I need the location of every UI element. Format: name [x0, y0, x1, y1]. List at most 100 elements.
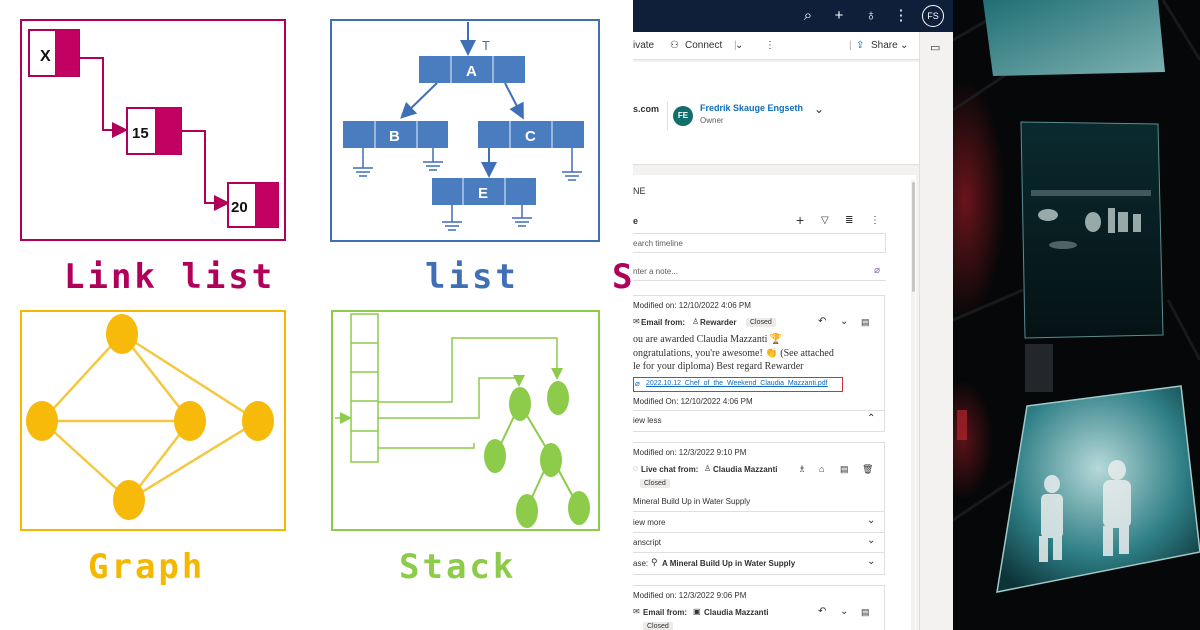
connect-button[interactable]: Connect	[685, 40, 723, 51]
tree-frame	[330, 19, 600, 242]
more-vertical-icon[interactable]: ⋮	[893, 7, 909, 24]
email-icon: ✉	[633, 607, 640, 616]
search-timeline-input[interactable]: earch timeline	[633, 233, 886, 253]
view-less-link[interactable]: iew less	[633, 416, 662, 425]
case-title-link[interactable]: A Mineral Build Up in Water Supply	[662, 559, 796, 568]
attachment-link[interactable]: ⌀ 2022.10.12_Chef_of_the_Weekend_Claudia…	[633, 377, 843, 392]
timeline-entry-email[interactable]: Modified on: 12/3/2022 9:06 PM ✉ Email f…	[633, 585, 885, 630]
reply-icon[interactable]: ↶	[818, 606, 827, 617]
entry-divider	[633, 552, 884, 553]
list-node-2-label: 15	[132, 125, 149, 142]
note-input[interactable]: nter a note... ⌀	[633, 261, 886, 281]
expand-chevron-icon[interactable]: ⌄	[840, 316, 849, 327]
open-record-icon[interactable]: ▤	[861, 317, 870, 327]
entry-type: Email from:	[641, 318, 686, 327]
sender-icon: ♙	[692, 317, 700, 326]
collapse-chevron-up-icon[interactable]: ⌃	[867, 413, 876, 424]
status-badge: Closed	[643, 622, 673, 630]
tree-node-e-label: E	[478, 185, 488, 202]
tree-diagram: T A B C E	[330, 19, 600, 297]
status-badge: Closed	[746, 318, 776, 327]
stack-tree-node-4	[540, 443, 562, 477]
timeline-scrollbar-thumb[interactable]	[912, 182, 915, 292]
timeline-card: NE e + ▽ ≣ ⋮ earch timeline nter a note.…	[633, 175, 916, 630]
tree-caption: list	[425, 257, 519, 297]
queue-icon[interactable]: ⌂	[819, 464, 825, 474]
assign-user-icon[interactable]: ♗	[798, 464, 807, 474]
tree-top-marker: T	[482, 38, 490, 53]
list-node-3-pointer	[255, 183, 278, 227]
graph-node-5	[113, 480, 145, 520]
open-record-icon[interactable]: ▤	[840, 464, 849, 474]
data-structures-diagram: X 15 20 Link list T A	[20, 19, 633, 587]
more-commands-icon[interactable]: ⋮	[765, 40, 775, 51]
graph-node-4	[242, 401, 274, 441]
list-node-2-pointer	[155, 108, 181, 154]
reply-icon[interactable]: ↶	[818, 316, 827, 327]
case-prefix: ase:	[633, 559, 649, 568]
email-icon: ✉	[633, 317, 640, 326]
timeline-more-icon[interactable]: ⋮	[870, 215, 880, 226]
email-body-line-3: le for your diploma) Best regard Rewarde…	[633, 361, 804, 372]
attachment-file-name: 2022.10.12_Chef_of_the_Weekend_Claudia_M…	[646, 380, 828, 387]
diagrams-canvas: X 15 20 Link list T A	[20, 19, 632, 587]
email-body-line-1: ou are awarded Claudia Mazzanti 🏆	[633, 334, 783, 345]
tree-node-b	[343, 121, 448, 148]
entry-divider	[633, 410, 884, 411]
sort-list-icon[interactable]: ≣	[845, 215, 854, 226]
timeline-entry-live-chat[interactable]: Modified on: 12/3/2022 9:10 PM ◌ Live ch…	[633, 442, 885, 575]
people-silhouettes	[1039, 460, 1131, 562]
status-badge: Closed	[640, 479, 670, 488]
expand-chevron-down-icon[interactable]: ⌄	[867, 556, 876, 567]
open-record-icon[interactable]: ▤	[861, 607, 870, 617]
chat-icon[interactable]: ▭	[930, 42, 941, 54]
owner-name-link[interactable]: Fredrik Skauge Engseth	[700, 103, 804, 113]
expand-chevron-icon[interactable]: ⌄	[840, 606, 849, 617]
activate-button[interactable]: ivate	[633, 40, 655, 51]
note-placeholder: nter a note...	[633, 267, 678, 276]
timeline-entry-email-reward[interactable]: Modified on: 12/10/2022 4:06 PM ✉ Email …	[633, 295, 885, 432]
stack-diagram: Stack	[331, 310, 600, 587]
attachment-icon: ⌀	[635, 379, 640, 388]
entry-type: Email from:	[643, 608, 688, 617]
tree-node-e	[432, 178, 536, 205]
connect-dropdown-chevron-icon[interactable]: ⌄	[735, 40, 744, 51]
timeline-scrollbar[interactable]	[911, 180, 915, 630]
stack-tree-node-1	[509, 387, 531, 421]
list-node-1-pointer	[55, 30, 79, 76]
share-button[interactable]: Share	[871, 40, 898, 51]
chat-icon: ◌	[633, 464, 638, 473]
graph-node-3	[174, 401, 206, 441]
linked-list-frame	[20, 19, 286, 241]
tree-node-c-label: C	[525, 128, 536, 145]
attach-paperclip-icon[interactable]: ⌀	[874, 265, 881, 276]
add-activity-plus-icon[interactable]: +	[796, 212, 805, 228]
graph-node-1	[106, 314, 138, 354]
delete-trash-icon[interactable]: 🗑	[862, 464, 874, 474]
share-dropdown-chevron-icon[interactable]: ⌄	[900, 40, 909, 51]
lightbulb-icon[interactable]: ♁	[865, 7, 877, 24]
screen-top	[983, 0, 1165, 76]
plus-icon[interactable]: +	[834, 7, 844, 24]
tree-node-b-label: B	[389, 128, 400, 145]
entry-modified-date: Modified on: 12/3/2022 9:10 PM	[633, 448, 747, 457]
owner-chevron-down-icon[interactable]: ⌄	[814, 102, 825, 116]
graph-node-2	[26, 401, 58, 441]
tree-node-a	[419, 56, 525, 83]
transcript-section[interactable]: anscript	[633, 538, 662, 547]
stack-frame	[331, 310, 600, 531]
filter-icon[interactable]: ▽	[821, 215, 829, 226]
view-more-link[interactable]: iew more	[633, 518, 666, 527]
stack-tree-node-3	[484, 439, 506, 473]
sender-icon: ▣	[693, 607, 701, 616]
account-email: s.com	[633, 104, 660, 114]
header-divider	[667, 102, 668, 130]
user-avatar[interactable]: FS	[922, 5, 944, 27]
share-icon: ⇪	[856, 40, 865, 51]
expand-chevron-down-icon[interactable]: ⌄	[867, 515, 876, 526]
owner-role-label: Owner	[700, 116, 724, 125]
entry-sender: Rewarder	[700, 318, 737, 327]
graph-diagram: Graph	[20, 310, 286, 587]
expand-chevron-down-icon[interactable]: ⌄	[867, 535, 876, 546]
search-icon[interactable]: ⌕	[803, 7, 813, 24]
